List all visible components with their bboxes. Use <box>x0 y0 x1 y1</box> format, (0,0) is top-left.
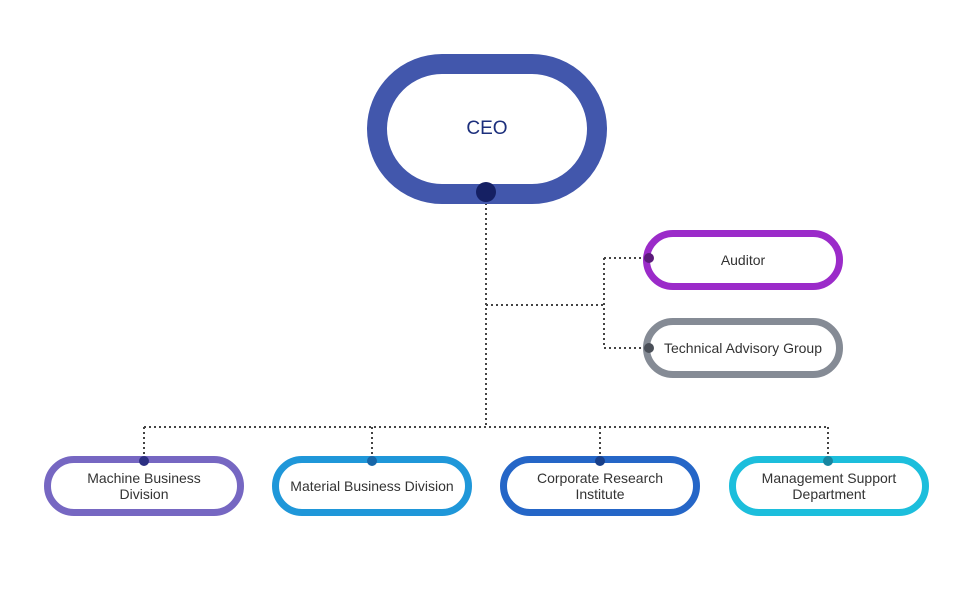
dept-label-research: Corporate Research Institute <box>536 469 664 502</box>
technical-advisory-group-label: Technical Advisory Group <box>664 339 822 356</box>
dept-label-material: Material Business Division <box>290 477 454 494</box>
dept-label-machine: Machine Business Division <box>87 469 201 502</box>
tech-link-dot <box>644 343 654 353</box>
ceo-label: CEO <box>466 118 508 140</box>
material-business-division-node: Material Business Division <box>272 456 472 516</box>
dept-dot-0 <box>139 456 149 466</box>
auditor-link-dot <box>644 253 654 263</box>
dept-dot-2 <box>595 456 605 466</box>
dept-dot-3 <box>823 456 833 466</box>
dept-dot-1 <box>367 456 377 466</box>
ceo-hub-dot <box>476 182 496 202</box>
dept-label-management: Management Support Department <box>761 469 897 502</box>
technical-advisory-group-node: Technical Advisory Group <box>643 318 843 378</box>
auditor-label: Auditor <box>720 251 766 268</box>
